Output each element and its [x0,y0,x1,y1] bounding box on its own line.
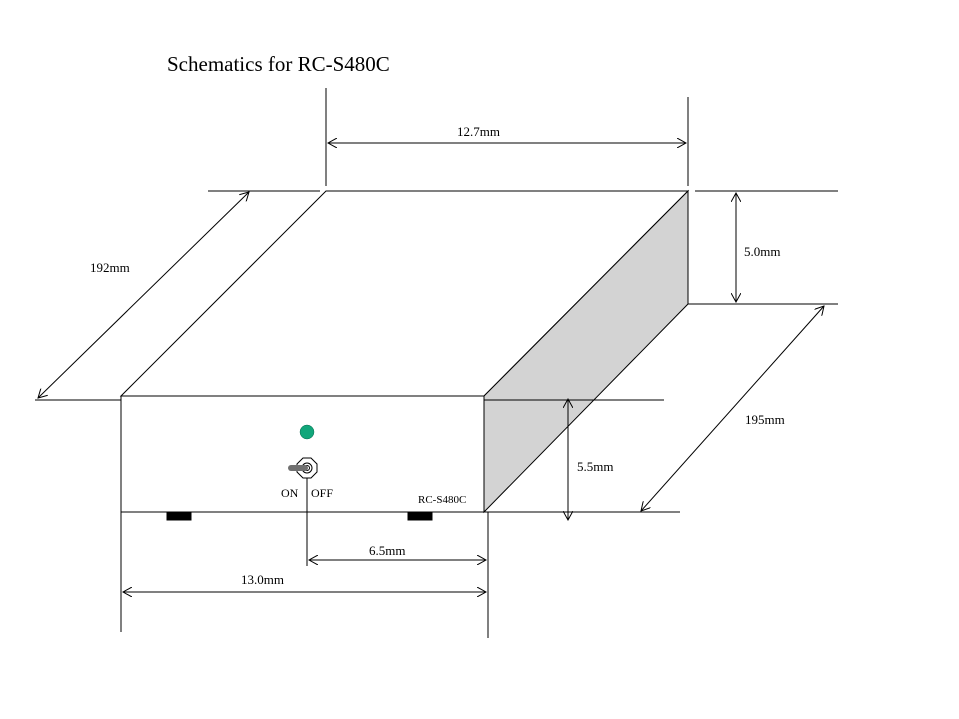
label-switch-offset: 6.5mm [369,543,406,558]
led-indicator-icon [299,424,315,440]
label-depth-right: 195mm [745,412,785,427]
foot-right [407,512,433,521]
toggle-lever-icon [288,465,308,471]
foot-left [166,512,192,521]
label-depth-left: 192mm [90,260,130,275]
model-label: RC-S480C [418,494,467,506]
front-face [120,395,485,513]
label-front-height: 5.5mm [577,459,614,474]
label-front-width: 13.0mm [241,572,284,587]
dim-arrow-depth-left [38,192,249,398]
dim-arrow-depth-right [641,306,824,511]
label-top-height: 5.0mm [744,244,781,259]
switch-off-label: OFF [311,486,334,500]
switch-on-label: ON [281,486,299,500]
label-top-width: 12.7mm [457,124,500,139]
diagram-title: Schematics for RC-S480C [167,52,390,76]
